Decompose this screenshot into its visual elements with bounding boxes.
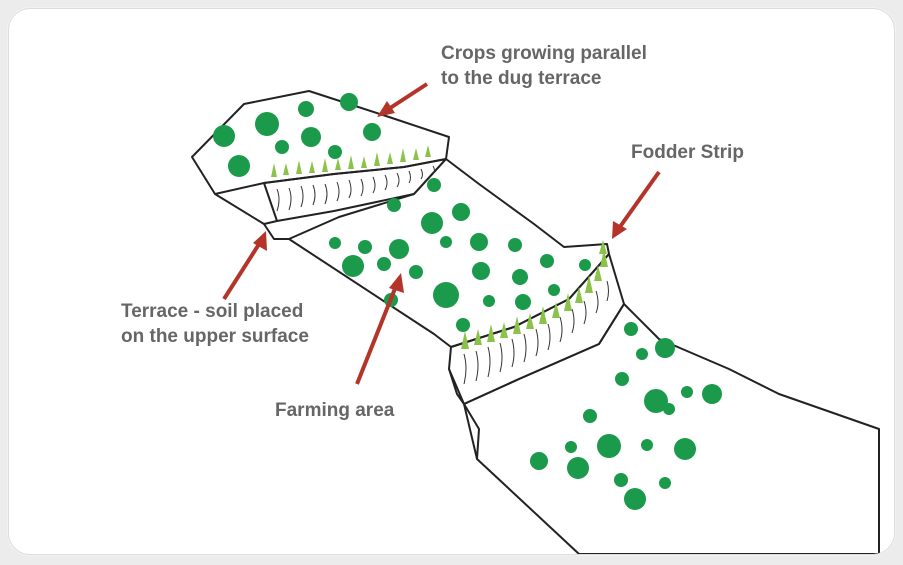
- diagram-card: Crops growing parallel to the dug terrac…: [8, 8, 895, 555]
- label-crops: Crops growing parallel to the dug terrac…: [441, 41, 647, 91]
- arrow-farming: [357, 286, 396, 384]
- label-farming-area: Farming area: [275, 398, 394, 423]
- fodder-grass-strip: [461, 240, 608, 349]
- arrow-fodder: [617, 172, 659, 231]
- label-terrace: Terrace - soil placed on the upper surfa…: [121, 299, 309, 349]
- label-fodder-strip: Fodder Strip: [631, 140, 744, 165]
- arrow-terrace: [224, 241, 261, 299]
